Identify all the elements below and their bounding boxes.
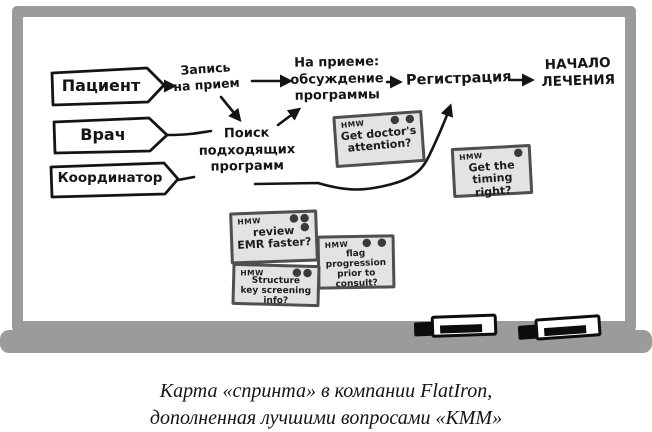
marker-cap [413,321,433,337]
sticky-note-flag-progression: HMW ● ● flag progression prior to consul… [316,234,396,290]
note-text: Get doctor's attention? [340,123,417,156]
sticky-note-review-emr: HMW ●● ● review EMR faster? [229,209,319,265]
step-program-search: Поиск подходящих программ [198,125,296,175]
actor-label-patient: Пациент [61,76,141,95]
sticky-note-doctor-attention: HMW ● ● Get doctor's attention? [332,109,426,169]
step-registration: Регистрация [405,69,512,89]
whiteboard-marker-icon [413,313,498,339]
step-treatment-start: НАЧАЛО ЛЕЧЕНИЯ [541,54,616,91]
marker-band [439,324,483,334]
sticky-note-timing: HMW ● Get the timing right? [450,143,534,199]
marker-body [534,314,602,341]
note-text: flag progression prior to consult? [325,248,387,290]
step-visit-discussion: На приеме: обсуждение программы [290,54,384,104]
caption-line-1: Карта «спринта» в компании FlatIron, [159,380,493,402]
note-text: review EMR faster? [237,223,312,253]
actor-label-coordinator: Координатор [57,170,163,186]
step-booking: Запись на прием [172,59,241,95]
marker-cap [517,324,537,340]
marker-body [430,313,498,338]
caption-line-2: дополненная лучшими вопросами «КММ» [149,407,503,429]
vote-dots: ● [513,145,525,159]
actor-label-doctor: Врач [80,125,126,144]
note-text: Get the timing right? [468,158,515,199]
marker-band [543,325,587,337]
figure-caption: Карта «спринта» в компании FlatIron, доп… [0,378,652,432]
vote-dots: ● ● [361,235,388,249]
sticky-note-structure-info: HMW ●● Structure key screening info? [231,262,321,308]
note-text: Structure key screening info? [240,275,312,307]
